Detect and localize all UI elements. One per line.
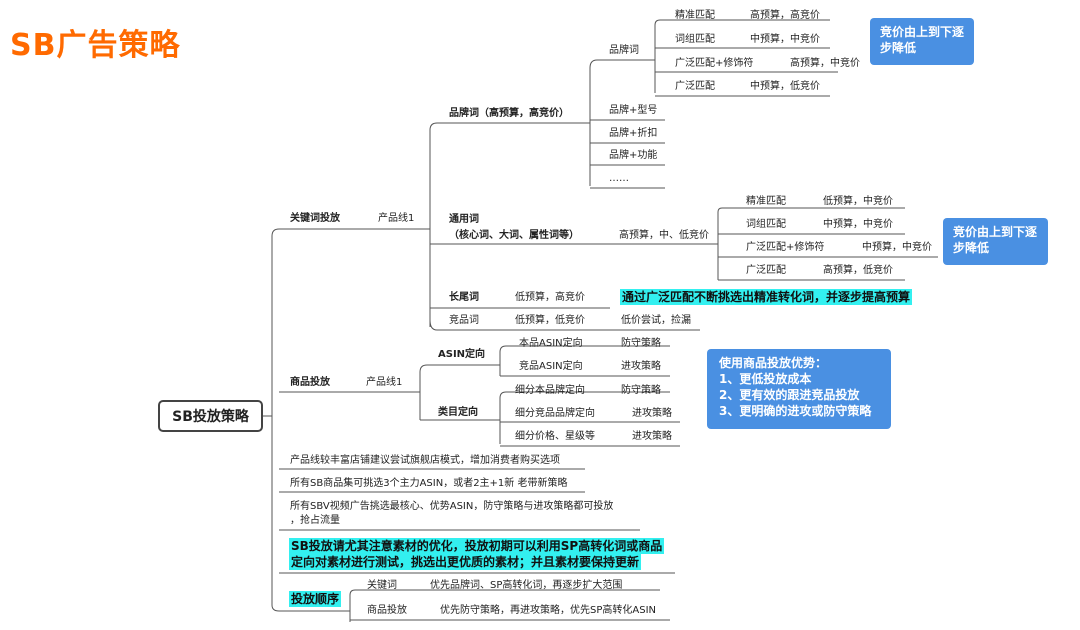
asin-strategy: 防守策略 [621,338,661,349]
order-item: 商品投放 [367,605,407,616]
order-item: 关键词 [367,580,397,591]
note-item: 所有SBV视频广告挑选最核心、优势ASIN，防守策略与进攻策略都可投放 [290,501,614,512]
longtail-highlight-note: 通过广泛匹配不断挑选出精准转化词，并逐步提高预算 [620,289,913,305]
generic-match-type: 精准匹配 [746,196,786,207]
product-callout-heading: 使用商品投放优势： [719,356,828,370]
generic-budget: 高预算，中、低竞价 [619,230,709,241]
root-node: SB投放策略 [158,400,263,432]
brand-match-budget: 中预算，中竞价 [750,34,820,45]
brand-match-type: 精准匹配 [675,10,715,21]
brand-match-type: 广泛匹配 [675,81,715,92]
generic-match-type: 广泛匹配+修饰符 [746,242,825,253]
category-item: 细分价格、星级等 [515,431,595,442]
generic-match-budget: 中预算，中竞价 [823,219,893,230]
product-callout-point: 3、更明确的进攻或防守策略 [719,404,872,418]
product-line-node: 产品线1 [366,377,403,388]
longtail-node: 长尾词 [449,292,479,303]
product-callout: 使用商品投放优势： 1、更低投放成本 2、更有效的跟进竞品投放 3、更明确的进攻… [707,349,891,429]
asin-node: ASIN定向 [438,349,486,360]
generic-match-budget: 高预算，低竞价 [823,265,893,276]
brand-other-item: 品牌+型号 [609,105,658,116]
page-title: SB广告策略 [10,28,181,63]
category-item: 细分本品牌定向 [515,385,585,396]
generic-match-budget: 中预算，中竞价 [862,242,932,253]
generic-callout: 竞价由上到下逐步降低 [943,218,1048,265]
brand-match-type: 词组匹配 [675,34,715,45]
brand-keyword-node: 品牌词（高预算，高竞价） [449,108,569,119]
generic-keyword-subtitle: （核心词、大词、属性词等） [449,230,579,241]
brand-callout: 竞价由上到下逐步降低 [870,18,974,65]
generic-match-type: 词组匹配 [746,219,786,230]
category-node: 类目定向 [438,407,478,418]
order-item-desc: 优先品牌词、SP高转化词，再逐步扩大范围 [430,580,623,591]
asin-item: 本品ASIN定向 [519,338,583,349]
product-node: 商品投放 [290,377,330,388]
category-strategy: 防守策略 [621,385,661,396]
brand-match-budget: 高预算，中竞价 [790,58,860,69]
note-item: ，抢占流量 [290,515,340,526]
asin-strategy: 进攻策略 [621,361,661,372]
asin-item: 竞品ASIN定向 [519,361,583,372]
order-item-desc: 优先防守策略，再进攻策略，优先SP高转化ASIN [440,605,656,616]
longtail-budget: 低预算，高竞价 [515,292,585,303]
note-item: 产品线较丰富店铺建议尝试旗舰店模式，增加消费者购买选项 [290,455,560,466]
competitor-note: 低价尝试，捡漏 [621,315,691,326]
product-callout-point: 1、更低投放成本 [719,372,812,386]
brand-match-budget: 中预算，低竞价 [750,81,820,92]
product-callout-point: 2、更有效的跟进竞品投放 [719,388,860,402]
category-strategy: 进攻策略 [632,408,672,419]
brand-other-item: 品牌+功能 [609,150,658,161]
generic-keyword-node: 通用词 [449,214,479,225]
competitor-node: 竞品词 [449,315,479,326]
note-item: 所有SB商品集可挑选3个主力ASIN，或者2主+1新 老带新策略 [290,478,568,489]
generic-match-type: 广泛匹配 [746,265,786,276]
brand-match-type: 广泛匹配+修饰符 [675,58,754,69]
order-node: 投放顺序 [289,591,342,607]
generic-match-budget: 低预算，中竞价 [823,196,893,207]
competitor-budget: 低预算，低竞价 [515,315,585,326]
keyword-node: 关键词投放 [290,213,340,224]
brand-other-item: …… [609,173,629,184]
keyword-line-node: 产品线1 [378,213,415,224]
brand-match-budget: 高预算，高竞价 [750,10,820,21]
brand-other-item: 品牌+折扣 [609,128,658,139]
category-strategy: 进攻策略 [632,431,672,442]
highlight-note-line: SB投放请尤其注意素材的优化，投放初期可以利用SP高转化词或商品 [289,538,665,554]
brand-sub-node: 品牌词 [609,45,639,56]
highlight-note-line: 定向对素材进行测试，挑选出更优质的素材；并且素材要保持更新 [289,554,642,570]
category-item: 细分竞品品牌定向 [515,408,595,419]
